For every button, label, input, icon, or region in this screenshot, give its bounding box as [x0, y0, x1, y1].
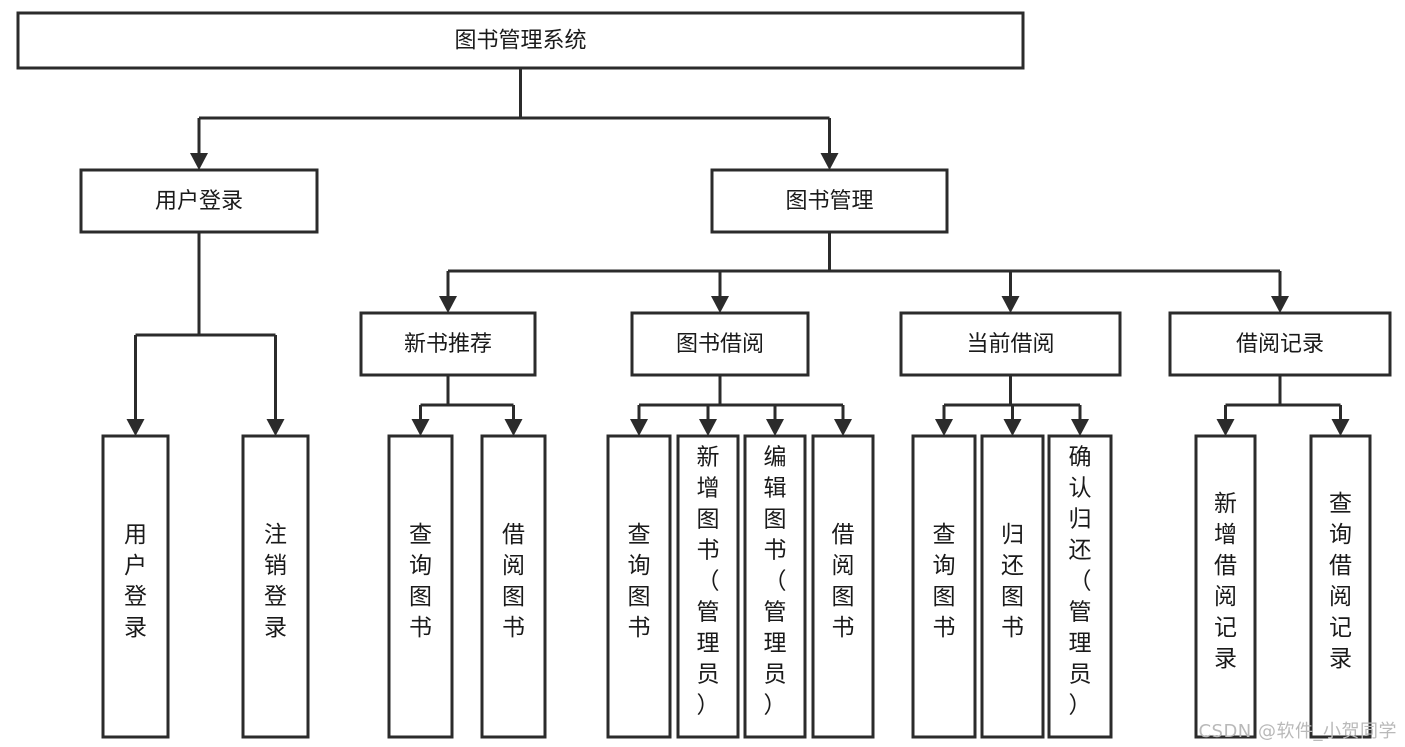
root-to-book-manage-arrowhead: [820, 153, 839, 170]
node-box-br-query-record: [1309, 434, 1372, 739]
node-box-book-borrow: [630, 311, 810, 377]
node-cb-return-book[interactable]: 归还图书: [980, 434, 1045, 739]
book-manage-to-current-borrow-arrowhead: [1001, 296, 1020, 313]
user-login-to-user-login-signout-arrowhead: [266, 419, 285, 436]
node-box-user-login-signout: [241, 434, 310, 739]
new-book-recommend-to-nbr-borrow-book-arrowhead: [504, 419, 523, 436]
node-box-borrow-record: [1168, 311, 1392, 377]
node-box-user-login: [79, 168, 319, 234]
book-manage-to-borrow-record-arrowhead: [1271, 296, 1289, 313]
node-box-new-book-recommend: [359, 311, 537, 377]
node-box-cb-confirm-return-admin: [1047, 434, 1113, 739]
book-borrow-to-bb-query-book-arrowhead: [630, 419, 648, 436]
node-cb-confirm-return-admin[interactable]: 确认归还（管理员）: [1047, 434, 1113, 739]
node-label-borrow-record: 借阅记录: [1236, 332, 1324, 357]
node-label-br-query-record: 查询借阅记录: [1329, 491, 1352, 672]
node-label-bb-add-book-admin: 新增图书（管理员）: [697, 445, 720, 719]
current-borrow-to-cb-confirm-return-admin-arrowhead: [1071, 419, 1089, 436]
borrow-record-to-br-query-record-arrowhead: [1331, 419, 1350, 436]
node-nbr-borrow-book[interactable]: 借阅图书: [480, 434, 547, 739]
node-label-user-login-signout: 注销登录: [264, 522, 287, 641]
book-borrow-to-bb-add-book-admin-arrowhead: [699, 419, 717, 436]
node-box-nbr-borrow-book: [480, 434, 547, 739]
node-box-bb-query-book: [606, 434, 672, 739]
borrow-record-to-br-add-record-arrowhead: [1216, 419, 1235, 436]
node-book-borrow[interactable]: 图书借阅: [630, 311, 810, 377]
book-borrow-to-bb-borrow-book-arrowhead: [834, 419, 852, 436]
node-current-borrow[interactable]: 当前借阅: [899, 311, 1122, 377]
node-label-bb-borrow-book: 借阅图书: [832, 522, 855, 641]
node-box-current-borrow: [899, 311, 1122, 377]
node-label-user-login-signin: 用户登录: [124, 522, 147, 641]
current-borrow-to-cb-query-book-arrowhead: [935, 419, 953, 436]
user-login-to-user-login-signin-arrowhead: [126, 419, 145, 436]
node-label-cb-query-book: 查询图书: [933, 522, 956, 641]
node-bb-query-book[interactable]: 查询图书: [606, 434, 672, 739]
node-box-bb-borrow-book: [811, 434, 875, 739]
node-box-cb-return-book: [980, 434, 1045, 739]
node-label-root: 图书管理系统: [454, 29, 586, 54]
node-box-bb-add-book-admin: [676, 434, 740, 739]
node-label-user-login: 用户登录: [155, 189, 243, 214]
node-book-manage[interactable]: 图书管理: [710, 168, 949, 234]
node-bb-add-book-admin[interactable]: 新增图书（管理员）: [676, 434, 740, 739]
book-manage-to-new-book-recommend-arrowhead: [439, 296, 457, 313]
node-box-nbr-query-book: [387, 434, 454, 739]
node-borrow-record[interactable]: 借阅记录: [1168, 311, 1392, 377]
node-new-book-recommend[interactable]: 新书推荐: [359, 311, 537, 377]
node-cb-query-book[interactable]: 查询图书: [911, 434, 977, 739]
root-to-user-login-arrowhead: [190, 153, 208, 170]
node-label-cb-return-book: 归还图书: [1001, 522, 1024, 641]
node-label-bb-edit-book-admin: 编辑图书（管理员）: [764, 445, 787, 719]
node-box-br-add-record: [1194, 434, 1257, 739]
node-label-nbr-borrow-book: 借阅图书: [502, 522, 525, 641]
node-user-login-signin[interactable]: 用户登录: [101, 434, 170, 739]
node-box-user-login-signin: [101, 434, 170, 739]
connectors-layer: [126, 68, 1350, 436]
nodes-layer: 图书管理系统用户登录图书管理用户登录注销登录新书推荐查询图书借阅图书图书借阅查询…: [16, 11, 1392, 739]
node-label-new-book-recommend: 新书推荐: [404, 332, 492, 357]
watermark-label: CSDN @软件_小贺同学: [1198, 721, 1397, 742]
node-label-current-borrow: 当前借阅: [966, 332, 1054, 357]
current-borrow-to-cb-return-book-arrowhead: [1003, 419, 1022, 436]
node-br-query-record[interactable]: 查询借阅记录: [1309, 434, 1372, 739]
new-book-recommend-to-nbr-query-book-arrowhead: [411, 419, 430, 436]
node-box-root: [16, 11, 1025, 70]
node-br-add-record[interactable]: 新增借阅记录: [1194, 434, 1257, 739]
node-label-br-add-record: 新增借阅记录: [1214, 491, 1237, 672]
node-root[interactable]: 图书管理系统: [16, 11, 1025, 70]
node-user-login-signout[interactable]: 注销登录: [241, 434, 310, 739]
node-label-cb-confirm-return-admin: 确认归还（管理员）: [1069, 445, 1092, 719]
book-manage-to-book-borrow-arrowhead: [711, 296, 729, 313]
node-box-bb-edit-book-admin: [743, 434, 807, 739]
node-bb-borrow-book[interactable]: 借阅图书: [811, 434, 875, 739]
node-box-book-manage: [710, 168, 949, 234]
node-nbr-query-book[interactable]: 查询图书: [387, 434, 454, 739]
node-label-nbr-query-book: 查询图书: [409, 522, 432, 641]
node-label-book-borrow: 图书借阅: [676, 332, 764, 357]
node-user-login[interactable]: 用户登录: [79, 168, 319, 234]
node-label-bb-query-book: 查询图书: [628, 522, 651, 641]
node-label-book-manage: 图书管理: [785, 189, 873, 214]
node-bb-edit-book-admin[interactable]: 编辑图书（管理员）: [743, 434, 807, 739]
book-borrow-to-bb-edit-book-admin-arrowhead: [766, 419, 784, 436]
node-box-cb-query-book: [911, 434, 977, 739]
